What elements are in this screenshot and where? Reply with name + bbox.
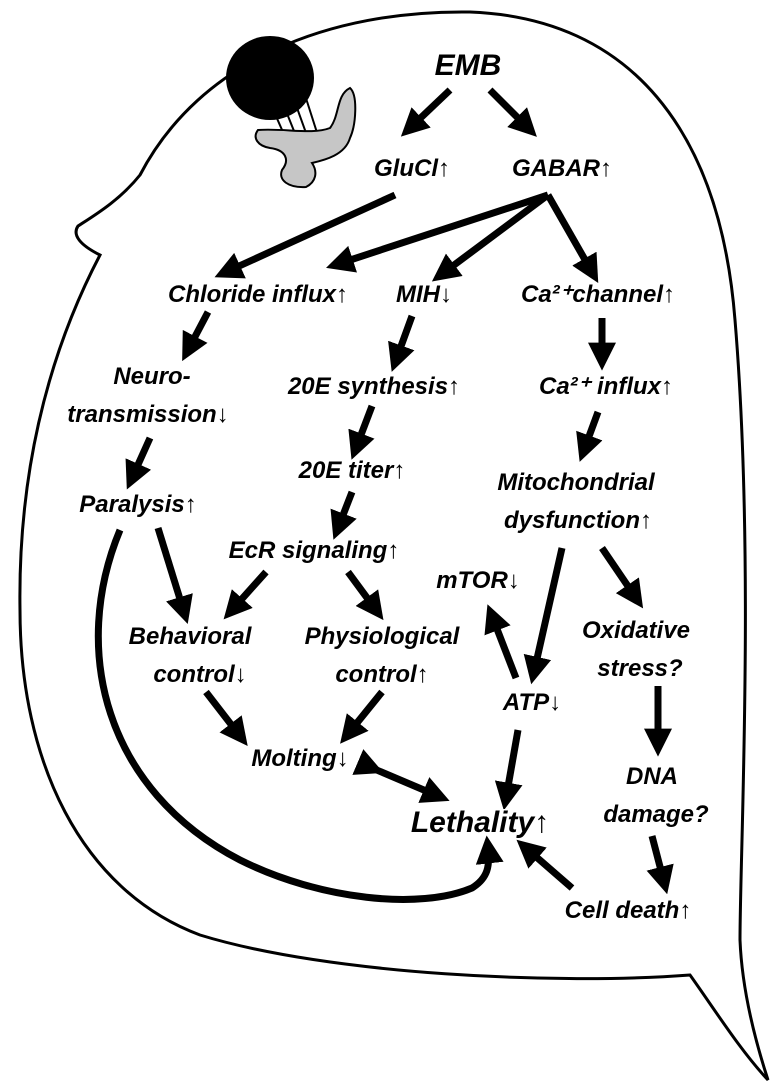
node-physiological-line2: control↑ [335, 661, 428, 688]
node-dna-line1: DNA [626, 763, 678, 790]
node-ca-channel: Ca²⁺channel↑ [521, 281, 675, 308]
node-mito-line1: Mitochondrial [497, 469, 656, 496]
node-emb: EMB [435, 49, 502, 82]
node-behavioral-line2: control↓ [153, 661, 246, 688]
node-ca-influx: Ca²⁺ influx↑ [539, 373, 673, 400]
node-glucl: GluCl↑ [374, 155, 450, 182]
node-20e-synthesis: 20E synthesis↑ [287, 373, 460, 400]
node-ecr-signaling: EcR signaling↑ [229, 537, 400, 564]
node-oxidative-line2: stress? [597, 655, 683, 682]
node-paralysis: Paralysis↑ [79, 491, 196, 518]
node-atp: ATP↓ [502, 689, 561, 716]
node-oxidative-line1: Oxidative [582, 617, 690, 644]
node-mih: MIH↓ [396, 281, 452, 308]
node-behavioral-line1: Behavioral [129, 623, 253, 650]
node-dna-line2: damage? [603, 801, 709, 828]
node-molting: Molting↓ [251, 745, 348, 772]
node-gabar: GABAR↑ [512, 155, 612, 182]
node-20e-titer: 20E titer↑ [298, 457, 406, 484]
node-physiological-line1: Physiological [305, 623, 461, 650]
node-lethality: Lethality↑ [411, 806, 549, 839]
node-neuro-line1: Neuro- [113, 363, 190, 390]
node-mito-line2: dysfunction↑ [504, 507, 652, 534]
node-mtor: mTOR↓ [436, 567, 520, 594]
node-chloride-influx: Chloride influx↑ [168, 281, 348, 308]
node-neuro-line2: transmission↓ [67, 401, 228, 428]
node-cell-death: Cell death↑ [565, 897, 692, 924]
